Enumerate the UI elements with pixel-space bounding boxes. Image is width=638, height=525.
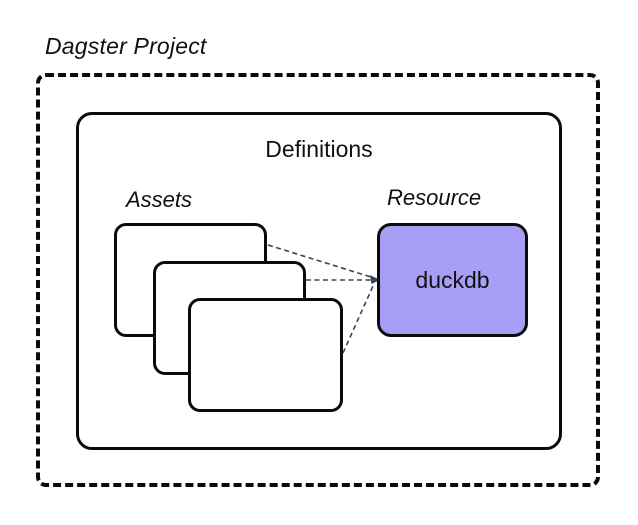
project-boundary-dashed-box bbox=[36, 73, 600, 487]
resource-duckdb-box: duckdb bbox=[377, 223, 528, 337]
assets-label: Assets bbox=[126, 187, 193, 212]
asset-card-front bbox=[188, 298, 343, 412]
diagram-title: Dagster Project bbox=[45, 33, 207, 59]
definitions-label: Definitions bbox=[265, 136, 373, 162]
resource-label: Resource bbox=[387, 185, 482, 210]
resource-duckdb-label: duckdb bbox=[415, 266, 490, 293]
